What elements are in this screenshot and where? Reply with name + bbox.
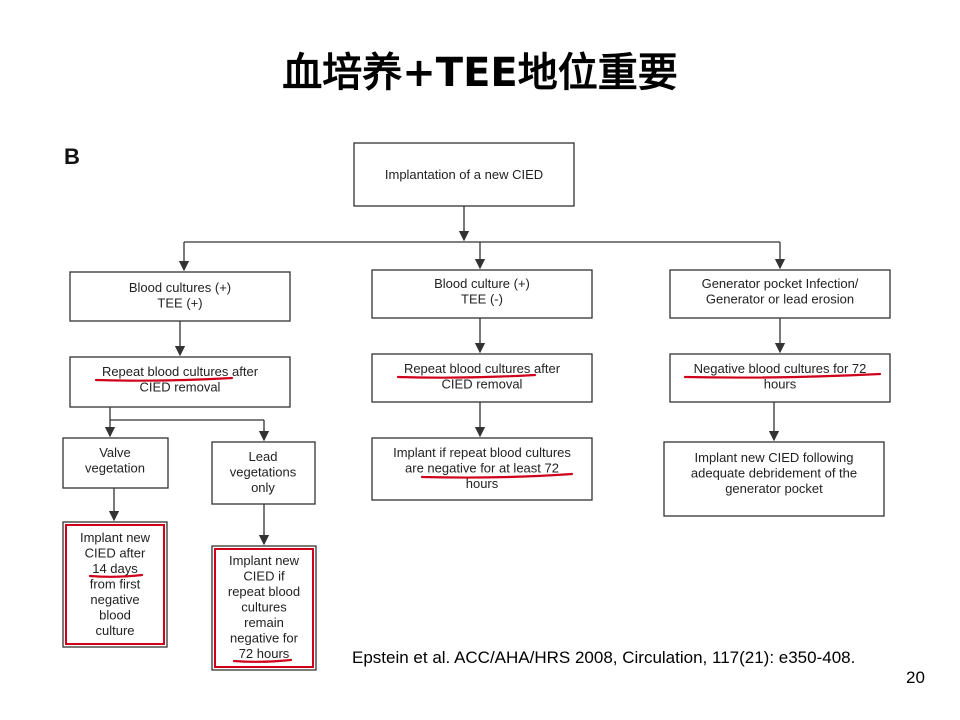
box-implant-valve-highlight	[65, 524, 165, 645]
node-line: Generator or lead erosion	[706, 292, 854, 307]
node-line: Repeat blood cultures after	[102, 364, 259, 379]
panel-label: B	[64, 144, 80, 169]
underline-annotations	[88, 372, 882, 663]
underline-repeat-mid	[396, 373, 537, 379]
box-valve	[62, 437, 169, 489]
node-line: Blood culture (+)	[434, 276, 530, 291]
box-implant-mid	[371, 437, 593, 501]
node-line: 14 days	[92, 561, 138, 576]
node-bc-pos-tee-pos: Blood cultures (+)TEE (+)	[129, 280, 231, 311]
node-line: cultures	[241, 600, 287, 615]
node-line: hours	[466, 476, 499, 491]
node-line: 72 hours	[239, 646, 290, 661]
node-line: negative for	[230, 631, 299, 646]
node-line: Repeat blood cultures after	[404, 361, 561, 376]
node-pocket: Generator pocket Infection/Generator or …	[702, 276, 859, 307]
node-line: Valve	[99, 445, 131, 460]
box-pocket	[669, 269, 891, 319]
box-bc-pos-tee-neg	[371, 269, 593, 319]
node-line: CIED if	[243, 569, 285, 584]
node-root: Implantation of a new CIED	[385, 167, 543, 182]
underline-neg72	[683, 372, 882, 379]
underline-14-days	[88, 573, 144, 578]
node-line: only	[251, 480, 275, 495]
node-line: Implant new	[229, 553, 300, 568]
node-line: Lead	[249, 449, 278, 464]
box-implant-lead-outer	[211, 545, 317, 671]
underline-repeat-left	[94, 376, 234, 382]
node-line: generator pocket	[725, 481, 823, 496]
node-line: CIED after	[85, 546, 146, 561]
node-line: vegetations	[230, 465, 297, 480]
node-line: are negative for at least 72	[405, 461, 559, 476]
slide-title: 血培养+TEE地位重要	[282, 50, 678, 96]
node-texts: Implantation of a new CIED Blood culture…	[80, 167, 866, 661]
box-implant-lead-highlight	[214, 548, 314, 668]
underline-implant-mid	[420, 472, 574, 479]
node-line: CIED removal	[442, 377, 523, 392]
underline-72-hours	[232, 658, 293, 663]
node-line: remain	[244, 615, 284, 630]
connectors	[104, 206, 786, 546]
node-line: Implantation of a new CIED	[385, 167, 543, 182]
boxes	[62, 142, 891, 517]
node-line: TEE (+)	[157, 296, 202, 311]
node-line: vegetation	[85, 461, 145, 476]
node-line: repeat blood	[228, 584, 300, 599]
node-line: culture	[95, 623, 134, 638]
node-line: Implant if repeat blood cultures	[393, 445, 571, 460]
box-implant-right	[663, 441, 885, 517]
node-line: Negative blood cultures for 72	[694, 361, 867, 376]
highlight-boxes	[62, 521, 317, 671]
node-line: from first	[90, 577, 141, 592]
node-line: Blood cultures (+)	[129, 280, 231, 295]
citation: Epstein et al. ACC/AHA/HRS 2008, Circula…	[352, 648, 856, 667]
box-root	[353, 142, 575, 207]
node-line: TEE (-)	[461, 292, 503, 307]
node-line: blood	[99, 608, 131, 623]
node-line: Implant new	[80, 530, 151, 545]
page-number: 20	[906, 668, 925, 687]
node-line: negative	[90, 592, 139, 607]
node-line: hours	[764, 377, 797, 392]
box-implant-valve-outer	[62, 521, 168, 648]
box-repeat-left	[69, 356, 291, 408]
box-bc-pos-tee-pos	[69, 271, 291, 322]
node-line: CIED removal	[140, 380, 221, 395]
node-line: adequate debridement of the	[691, 466, 857, 481]
box-lead	[211, 441, 316, 505]
node-line: Implant new CIED following	[695, 450, 854, 465]
node-line: Generator pocket Infection/	[702, 276, 859, 291]
node-bc-pos-tee-neg: Blood culture (+)TEE (-)	[434, 276, 530, 307]
